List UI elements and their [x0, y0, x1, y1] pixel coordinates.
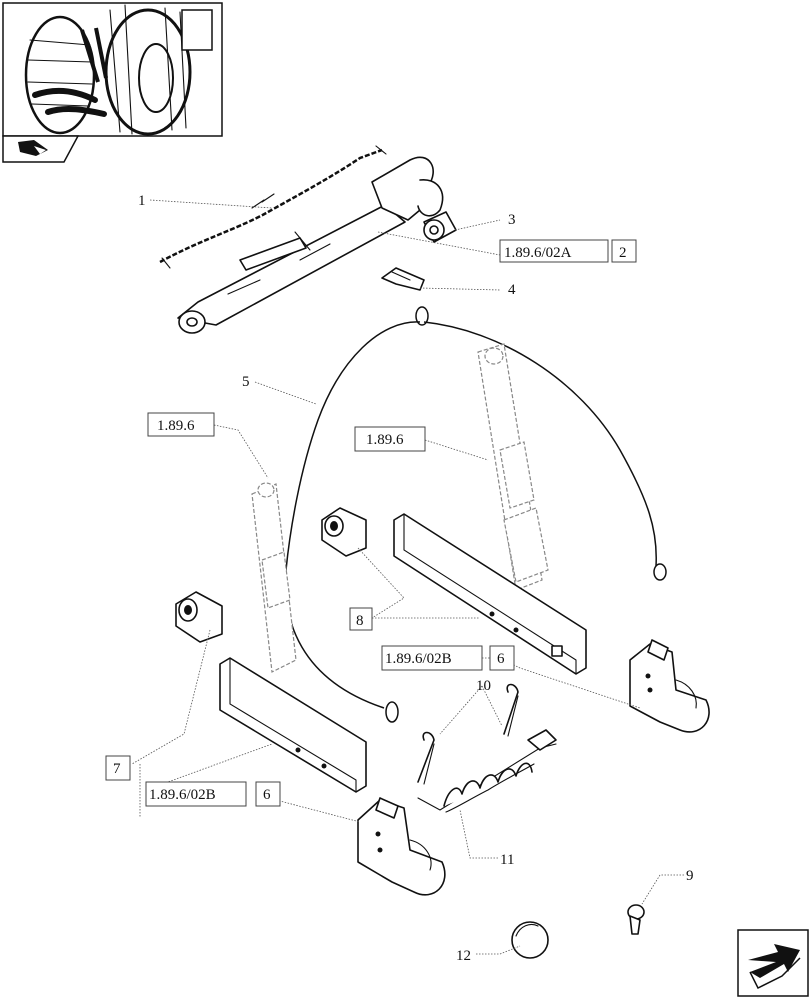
svg-text:7: 7 — [113, 761, 121, 777]
pins-part-10[interactable] — [417, 683, 519, 785]
svg-text:3: 3 — [508, 212, 516, 228]
reference-left-rod-box[interactable]: 1.89.6 — [147, 412, 215, 437]
left-hook-part-6[interactable] — [357, 797, 446, 896]
callout-7-box[interactable]: 7 — [105, 755, 131, 781]
svg-text:1.89.6/02A: 1.89.6/02A — [504, 245, 572, 261]
svg-text:6: 6 — [263, 787, 271, 803]
callout-5: 5 — [242, 374, 250, 390]
svg-text:1: 1 — [138, 193, 146, 209]
reference-left-bar-box[interactable]: 1.89.6/02B — [145, 781, 247, 807]
reference-right-bar-box[interactable]: 1.89.6/02B — [381, 645, 483, 671]
block-part-8[interactable] — [321, 507, 367, 557]
callout-12: 12 — [456, 948, 471, 964]
cable-part-5[interactable] — [284, 306, 667, 723]
tractor-thumbnail-icon[interactable] — [2, 2, 223, 137]
svg-text:6: 6 — [497, 651, 505, 667]
callout-4: 4 — [508, 282, 516, 298]
svg-text:9: 9 — [686, 868, 694, 884]
svg-text:1.89.6/02B: 1.89.6/02B — [385, 651, 452, 667]
svg-text:8: 8 — [356, 613, 364, 629]
callout-8-box[interactable]: 8 — [349, 607, 373, 631]
book-icon[interactable] — [2, 135, 80, 163]
svg-text:12: 12 — [456, 948, 471, 964]
svg-text:10: 10 — [476, 678, 491, 694]
right-hook-part-6[interactable] — [629, 639, 710, 733]
callout-6-left-box[interactable]: 6 — [255, 781, 281, 807]
spring-part-11[interactable] — [417, 729, 557, 813]
left-bar-assembly[interactable] — [219, 657, 367, 793]
svg-text:11: 11 — [500, 852, 514, 868]
callout-1: 1 — [138, 193, 146, 209]
top-link-assembly[interactable] — [159, 145, 444, 334]
callout-9: 9 — [686, 868, 694, 884]
block-part-7[interactable] — [175, 591, 223, 643]
reference-top-box[interactable]: 1.89.6/02A — [499, 239, 609, 263]
svg-text:1.89.6: 1.89.6 — [157, 418, 195, 434]
reference-right-rod-box[interactable]: 1.89.6 — [354, 426, 426, 452]
next-page-arrow-icon[interactable] — [737, 929, 809, 997]
right-lift-rod-ghost — [477, 343, 549, 591]
svg-text:4: 4 — [508, 282, 516, 298]
ball-part-12[interactable] — [511, 921, 549, 959]
clip-part-9[interactable] — [627, 904, 645, 935]
svg-text:5: 5 — [242, 374, 250, 390]
callout-11: 11 — [500, 852, 514, 868]
callout-3: 3 — [508, 212, 516, 228]
svg-text:1.89.6/02B: 1.89.6/02B — [149, 787, 216, 803]
callout-10: 10 — [476, 678, 491, 694]
clip-part-4[interactable] — [381, 267, 425, 291]
left-lift-rod-ghost — [251, 482, 297, 673]
callout-2-box[interactable]: 2 — [611, 239, 637, 263]
svg-text:1.89.6: 1.89.6 — [366, 432, 404, 448]
callout-6-right-box[interactable]: 6 — [489, 645, 515, 671]
right-bar-assembly[interactable] — [393, 513, 587, 675]
svg-text:2: 2 — [619, 245, 627, 261]
leader-lines — [131, 199, 684, 955]
